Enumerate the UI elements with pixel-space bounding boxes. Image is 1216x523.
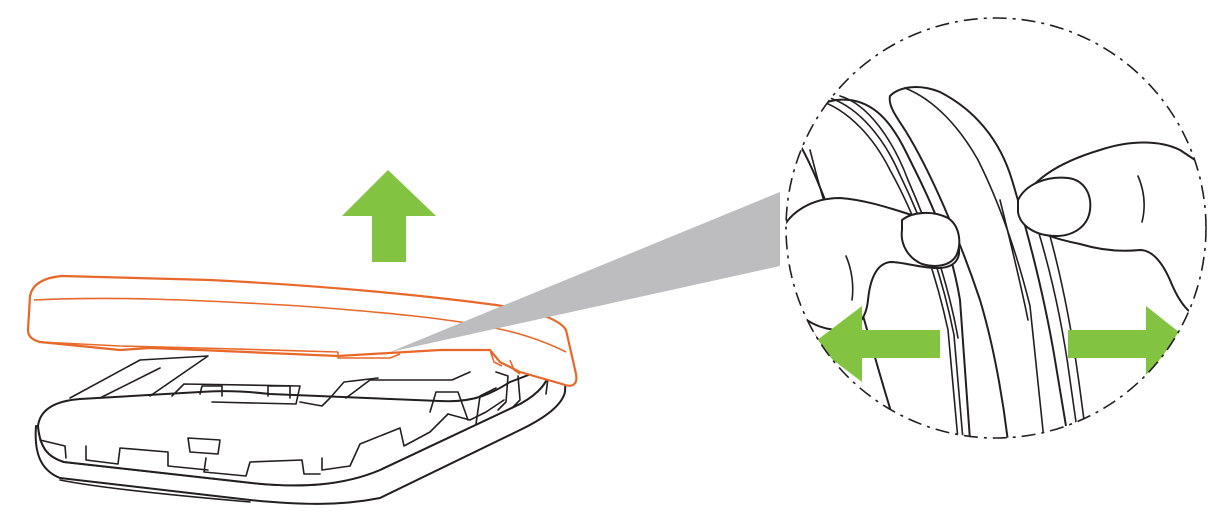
callout-beam <box>390 192 780 352</box>
arrow-up-icon <box>342 170 436 262</box>
arrow-left-icon <box>812 306 940 382</box>
device-base <box>34 355 567 505</box>
zoom-inset-content <box>786 18 1206 438</box>
zoom-inset-border <box>785 17 1207 439</box>
zoom-inset <box>785 17 1207 439</box>
right-hand <box>1017 141 1206 321</box>
battery-cover <box>26 274 578 387</box>
inset-device-right <box>888 86 1089 438</box>
